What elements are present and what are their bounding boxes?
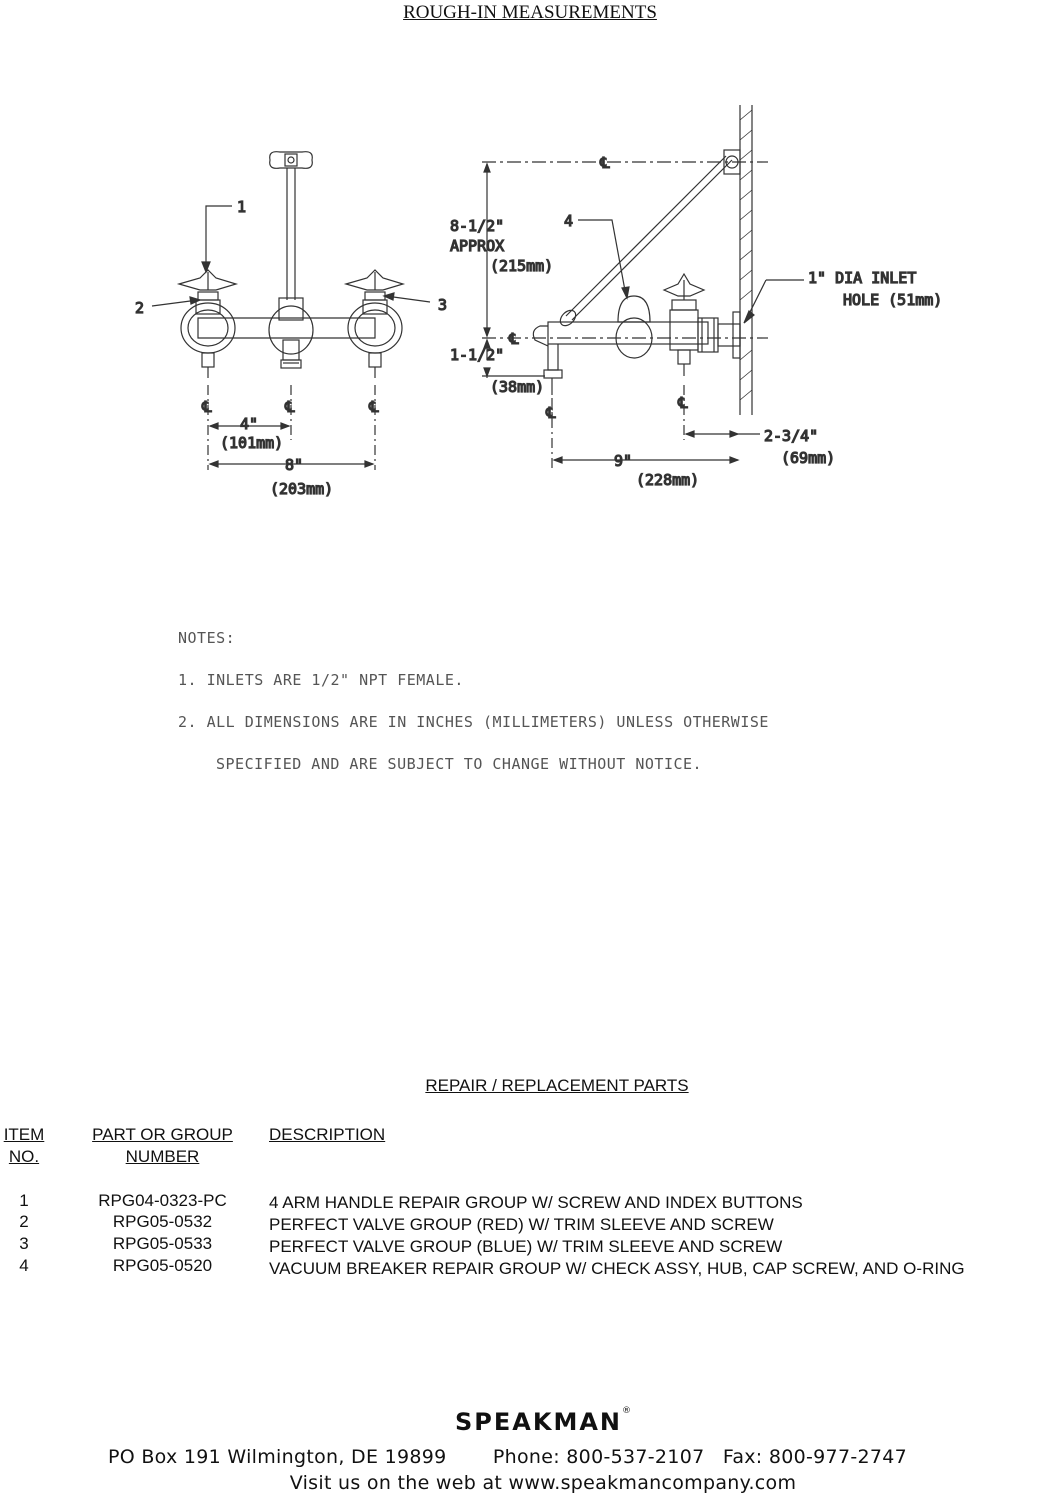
- note-2: 2. ALL DIMENSIONS ARE IN INCHES (MILLIME…: [178, 713, 769, 731]
- row-3-part: RPG05-0533: [112, 1234, 213, 1253]
- dim-8-in: 8": [285, 456, 303, 474]
- row-4-part: RPG05-0520: [112, 1256, 213, 1275]
- header-part-line2: NUMBER: [125, 1147, 200, 1166]
- dim-height-in: 8-1/2": [450, 217, 504, 235]
- row-2-desc: PERFECT VALVE GROUP (RED) W/ TRIM SLEEVE…: [269, 1215, 774, 1234]
- header-part-line1: PART OR GROUP: [92, 1125, 233, 1144]
- callout-4: 4: [564, 212, 573, 230]
- callout-2: 2: [135, 299, 144, 317]
- address: PO Box 191 Wilmington, DE 19899: [108, 1446, 447, 1468]
- registered-mark: ®: [621, 1406, 631, 1416]
- dim-8-mm: (203mm): [270, 480, 333, 498]
- dim-9-mm: (228mm): [636, 471, 699, 489]
- row-4-item: 4: [19, 1256, 29, 1275]
- inlet-label-line2: HOLE (51mm): [843, 291, 942, 309]
- dim-4-mm: (101mm): [220, 434, 283, 452]
- note-2-continued: SPECIFIED AND ARE SUBJECT TO CHANGE WITH…: [216, 755, 703, 773]
- front-view-faucet: [151, 151, 431, 470]
- page-title: ROUGH-IN MEASUREMENTS: [403, 2, 657, 23]
- fax: Fax: 800-977-2747: [722, 1446, 908, 1468]
- centerline-mark: ℄: [677, 394, 688, 412]
- dim-spout-in: 1-1/2": [450, 346, 504, 364]
- dim-spout-mm: (38mm): [490, 378, 544, 396]
- row-1-desc: 4 ARM HANDLE REPAIR GROUP W/ SCREW AND I…: [269, 1193, 803, 1212]
- notes-block: NOTES: 1. INLETS ARE 1/2" NPT FEMALE. 2.…: [178, 628, 769, 796]
- header-part: PART OR GROUP NUMBER: [60, 1124, 265, 1168]
- speakman-logo: SPEAKMAN®: [455, 1406, 631, 1436]
- dim-height-mm: (215mm): [490, 257, 553, 275]
- website-line[interactable]: Visit us on the web at www.speakmancompa…: [289, 1472, 797, 1494]
- header-item-line2: NO.: [8, 1147, 40, 1166]
- note-1: 1. INLETS ARE 1/2" NPT FEMALE.: [178, 671, 464, 689]
- centerline-mark: ℄: [508, 330, 519, 348]
- inlet-label-line1: 1" DIA INLET: [808, 269, 916, 287]
- callout-3: 3: [438, 296, 447, 314]
- side-view-faucet: [482, 105, 804, 470]
- centerline-mark: ℄: [201, 398, 212, 416]
- dim-234-mm: (69mm): [781, 449, 835, 467]
- callout-1: 1: [237, 198, 246, 216]
- notes-heading: NOTES:: [178, 629, 236, 647]
- header-description: DESCRIPTION: [269, 1125, 386, 1144]
- row-1-part: RPG04-0323-PC: [98, 1191, 227, 1210]
- dim-4-in: 4": [240, 415, 258, 433]
- contact-line: PO Box 191 Wilmington, DE 19899 Phone: 8…: [108, 1446, 907, 1468]
- header-item: ITEM NO.: [0, 1124, 48, 1168]
- centerline-mark: ℄: [545, 404, 556, 422]
- row-2-item: 2: [19, 1212, 29, 1231]
- dim-234-in: 2-3/4": [764, 427, 818, 445]
- phone: Phone: 800-537-2107: [492, 1446, 705, 1468]
- row-2-part: RPG05-0532: [112, 1212, 213, 1231]
- centerline-mark: ℄: [368, 398, 379, 416]
- rough-in-drawing: 1 2 3 ℄ ℄ ℄ 4" (101mm) 8" (203mm): [134, 105, 943, 499]
- row-3-desc: PERFECT VALVE GROUP (BLUE) W/ TRIM SLEEV…: [269, 1237, 783, 1256]
- centerline-mark: ℄: [599, 154, 610, 172]
- row-4-desc: VACUUM BREAKER REPAIR GROUP W/ CHECK ASS…: [269, 1259, 965, 1278]
- dim-9-in: 9": [614, 452, 632, 470]
- row-3-item: 3: [19, 1234, 29, 1253]
- row-1-item: 1: [19, 1191, 29, 1210]
- parts-title: REPAIR / REPLACEMENT PARTS: [425, 1076, 689, 1095]
- centerline-mark: ℄: [284, 398, 295, 416]
- dim-height-approx: APPROX: [450, 237, 504, 255]
- header-item-line1: ITEM: [3, 1125, 45, 1144]
